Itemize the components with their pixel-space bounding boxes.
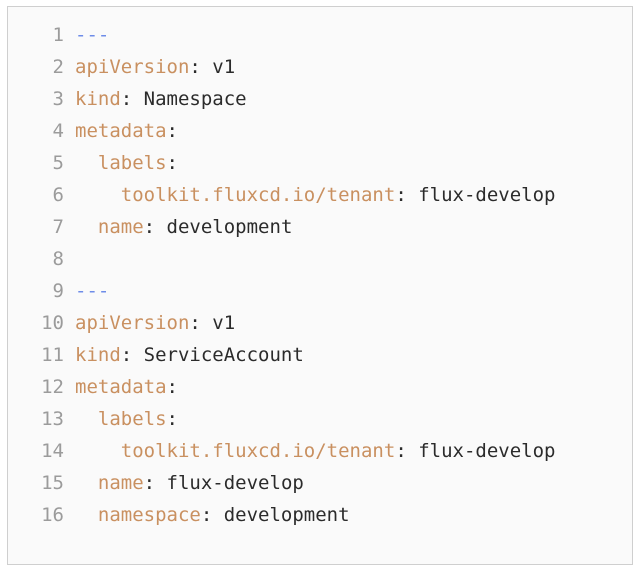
yaml-value: flux-develop xyxy=(406,440,556,462)
line-number: 10 xyxy=(41,312,64,334)
yaml-colon: : xyxy=(395,184,407,206)
yaml-key: metadata xyxy=(75,120,167,142)
yaml-key: toolkit.fluxcd.io/tenant xyxy=(120,440,396,462)
code-line[interactable]: 9 --- xyxy=(8,275,632,307)
indent-whitespace xyxy=(75,184,121,206)
yaml-value: development xyxy=(212,504,350,526)
yaml-value: v1 xyxy=(200,56,236,78)
code-line-text: metadata: xyxy=(64,371,632,403)
line-number: 8 xyxy=(52,248,64,270)
yaml-key: namespace xyxy=(97,504,201,526)
code-line-text: --- xyxy=(64,19,632,51)
indent-whitespace xyxy=(75,440,121,462)
yaml-colon: : xyxy=(166,152,178,174)
code-line[interactable]: 6 toolkit.fluxcd.io/tenant: flux-develop xyxy=(8,179,632,211)
yaml-document-separator: --- xyxy=(75,24,110,46)
yaml-key: name xyxy=(97,472,144,494)
yaml-value: development xyxy=(155,216,293,238)
yaml-key: labels xyxy=(97,152,167,174)
code-line-text: labels: xyxy=(64,147,632,179)
code-line[interactable]: 13 labels: xyxy=(8,403,632,435)
code-line-text: name: flux-develop xyxy=(64,467,632,499)
line-number: 3 xyxy=(52,88,64,110)
line-number: 13 xyxy=(41,408,64,430)
line-number: 15 xyxy=(41,472,64,494)
yaml-value: flux-develop xyxy=(155,472,304,494)
code-line-text: toolkit.fluxcd.io/tenant: flux-develop xyxy=(64,179,632,211)
yaml-colon: : xyxy=(143,472,156,494)
line-number: 16 xyxy=(41,504,64,526)
code-line-text: namespace: development xyxy=(64,499,632,531)
line-number: 7 xyxy=(52,216,64,238)
code-line[interactable]: 1 --- xyxy=(8,19,632,51)
indent-whitespace xyxy=(75,408,98,430)
line-number: 2 xyxy=(52,56,64,78)
code-line-text: name: development xyxy=(64,211,632,243)
code-line-text: kind: ServiceAccount xyxy=(64,339,632,371)
yaml-colon: : xyxy=(120,88,133,110)
yaml-key: toolkit.fluxcd.io/tenant xyxy=(120,184,396,206)
yaml-value: ServiceAccount xyxy=(132,344,304,366)
line-number: 4 xyxy=(52,120,64,142)
yaml-key: name xyxy=(97,216,144,238)
indent-whitespace xyxy=(75,472,98,494)
line-number: 11 xyxy=(41,344,64,366)
yaml-key: apiVersion xyxy=(75,56,190,78)
yaml-colon: : xyxy=(166,408,178,430)
code-line-text: toolkit.fluxcd.io/tenant: flux-develop xyxy=(64,435,632,467)
yaml-colon: : xyxy=(143,216,156,238)
line-number: 5 xyxy=(52,152,64,174)
code-line-text: --- xyxy=(64,275,632,307)
yaml-colon: : xyxy=(200,504,213,526)
yaml-colon: : xyxy=(189,56,201,78)
line-number: 1 xyxy=(52,24,64,46)
line-number: 6 xyxy=(52,184,64,206)
yaml-key: labels xyxy=(97,408,167,430)
yaml-key: metadata xyxy=(75,376,167,398)
yaml-value: Namespace xyxy=(132,88,247,110)
indent-whitespace xyxy=(75,504,98,526)
yaml-colon: : xyxy=(189,312,201,334)
code-line-text: labels: xyxy=(64,403,632,435)
yaml-colon: : xyxy=(166,376,178,398)
yaml-value: flux-develop xyxy=(406,184,556,206)
yaml-colon: : xyxy=(166,120,178,142)
yaml-key: kind xyxy=(75,88,121,110)
yaml-key: kind xyxy=(75,344,121,366)
yaml-colon: : xyxy=(120,344,133,366)
code-line[interactable]: 8 xyxy=(8,243,632,275)
yaml-colon: : xyxy=(395,440,407,462)
code-line-text: apiVersion: v1 xyxy=(64,51,632,83)
indent-whitespace xyxy=(75,216,98,238)
code-line-text: apiVersion: v1 xyxy=(64,307,632,339)
yaml-value: v1 xyxy=(200,312,236,334)
line-number: 12 xyxy=(41,376,64,398)
code-line-text: kind: Namespace xyxy=(64,83,632,115)
yaml-key: apiVersion xyxy=(75,312,190,334)
code-line[interactable]: 16 namespace: development xyxy=(8,499,632,531)
code-line[interactable]: 14 toolkit.fluxcd.io/tenant: flux-develo… xyxy=(8,435,632,467)
indent-whitespace xyxy=(75,152,98,174)
yaml-document-separator: --- xyxy=(75,280,110,302)
code-line-text: metadata: xyxy=(64,115,632,147)
code-line[interactable]: 7 name: development xyxy=(8,211,632,243)
code-line[interactable]: 15 name: flux-develop xyxy=(8,467,632,499)
line-number: 14 xyxy=(41,440,64,462)
code-line[interactable]: 5 labels: xyxy=(8,147,632,179)
line-number: 9 xyxy=(52,280,64,302)
